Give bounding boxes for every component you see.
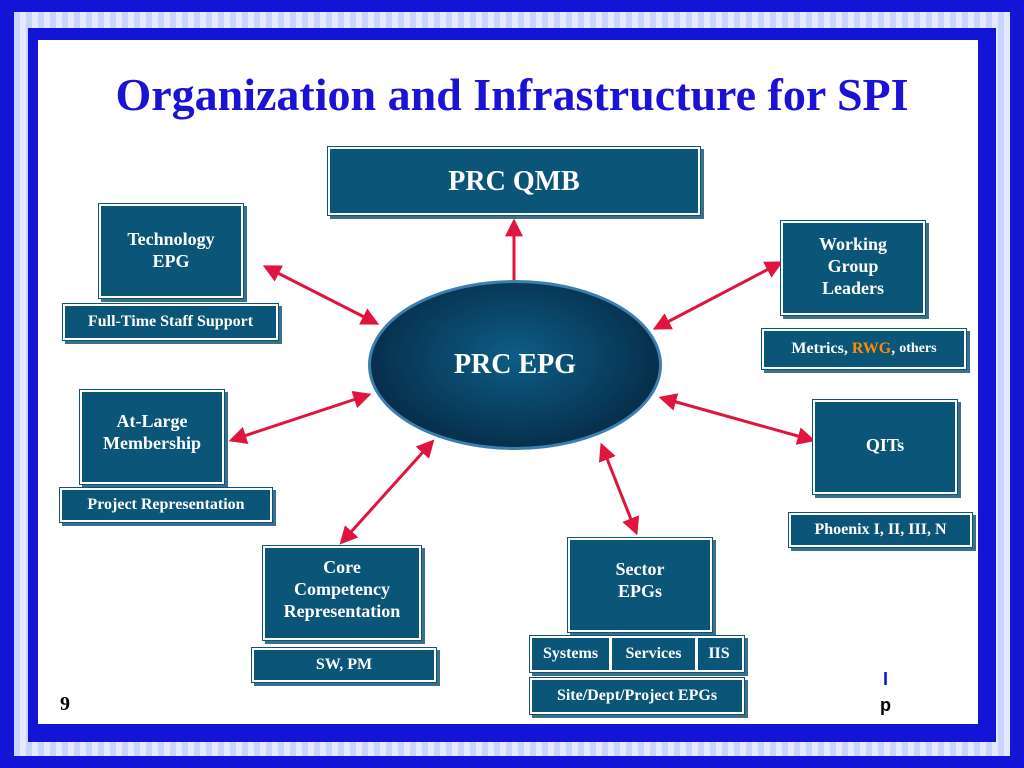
prc-epg-label: PRC EPG — [453, 349, 577, 380]
sw-pm-label: SW, PM — [315, 656, 373, 673]
prc-epg-ellipse: PRC EPG — [368, 280, 662, 450]
arrow-sector — [598, 442, 640, 536]
others-label: others — [899, 341, 937, 356]
sector-unit-services-label: Services — [625, 645, 682, 662]
metrics-comma: , — [891, 340, 896, 357]
sector-line1: Sector — [615, 559, 665, 579]
arrow-working-group — [652, 261, 784, 330]
sector-unit-iis-label: IIS — [708, 645, 730, 662]
working-group-line2: Group — [827, 256, 879, 276]
core-line2: Competency — [294, 579, 390, 599]
metrics-label: Metrics, — [791, 340, 848, 357]
at-large-line1: At-Large — [116, 411, 188, 431]
core-line3: Representation — [283, 601, 401, 621]
technology-epg-box: Technology EPG — [99, 204, 243, 298]
sector-line2: EPGs — [617, 581, 662, 601]
prc-qmb-label: PRC QMB — [448, 166, 580, 197]
technology-epg-line1: Technology — [127, 229, 215, 249]
sector-unit-iis: IIS — [698, 638, 740, 670]
working-group-line3: Leaders — [822, 278, 884, 298]
logo: I p — [880, 666, 891, 718]
prc-qmb-box: PRC QMB — [328, 147, 700, 215]
working-group-leaders-box: Working Group Leaders — [781, 221, 925, 315]
full-time-staff-support-label: Full-Time Staff Support — [87, 313, 254, 330]
project-representation-tag: Project Representation — [60, 488, 272, 522]
phoenix-tag: Phoenix I, II, III, N — [789, 513, 972, 547]
sector-unit-systems-label: Systems — [542, 645, 599, 662]
sector-epgs-box: Sector EPGs — [568, 538, 712, 632]
logo-line1: I — [882, 669, 888, 689]
working-group-line1: Working — [818, 234, 888, 254]
site-dept-project-epgs-tag: Site/Dept/Project EPGs — [530, 678, 744, 714]
slide-title: Organization and Infrastructure for SPI — [115, 69, 909, 120]
core-competency-box: Core Competency Representation — [263, 546, 421, 640]
sector-unit-systems: Systems — [532, 638, 612, 670]
arrow-at-large — [228, 390, 372, 445]
logo-line2: p — [880, 695, 891, 715]
technology-epg-line2: EPG — [152, 251, 190, 271]
page-number: 9 — [60, 693, 70, 715]
project-representation-label: Project Representation — [87, 496, 245, 513]
metrics-tag: Metrics, RWG, others — [762, 329, 966, 369]
sector-units-tag: Systems Services IIS — [530, 636, 744, 672]
core-line1: Core — [323, 557, 361, 577]
at-large-membership-box: At-Large Membership — [80, 390, 224, 484]
rwg-label: RWG — [851, 340, 892, 357]
sector-unit-services: Services — [612, 638, 698, 670]
arrow-core — [339, 439, 435, 545]
sw-pm-tag: SW, PM — [252, 648, 436, 682]
site-dept-project-epgs-label: Site/Dept/Project EPGs — [556, 687, 718, 704]
arrow-qits — [658, 393, 816, 445]
arrow-technology — [262, 265, 380, 325]
full-time-staff-support-tag: Full-Time Staff Support — [63, 304, 278, 340]
qits-label: QITs — [865, 435, 905, 455]
phoenix-label: Phoenix I, II, III, N — [814, 521, 947, 538]
qits-box: QITs — [813, 400, 957, 494]
at-large-line2: Membership — [103, 433, 201, 453]
